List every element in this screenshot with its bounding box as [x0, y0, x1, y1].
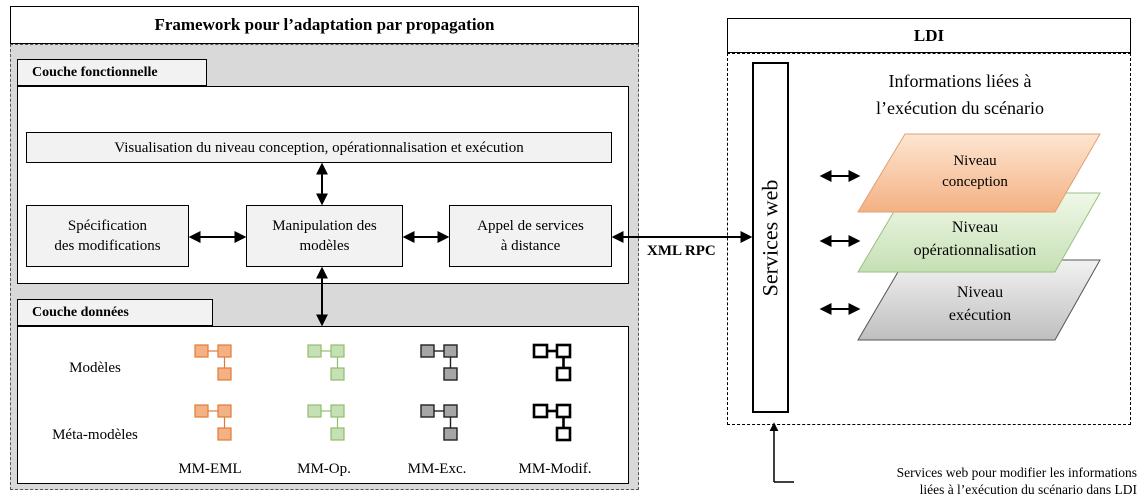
- visualisation-text: Visualisation du niveau conception, opér…: [114, 139, 524, 156]
- column-label-mm-eml: MM-EML: [178, 461, 242, 477]
- column-label-mm-modif: MM-Modif.: [518, 461, 592, 477]
- model-icon-mm-modif: [532, 343, 572, 382]
- model-icon-mm-exc: [420, 344, 458, 381]
- meta-model-icon-mm-modif: [532, 403, 572, 442]
- couche-donnees-box: [17, 326, 629, 484]
- couche-fonctionnelle-label: Couche fonctionnelle: [17, 59, 207, 86]
- ldi-title: LDI: [727, 18, 1131, 53]
- row-label-modeles: Modèles: [69, 360, 121, 376]
- info-heading-line-1: Informations liées à: [888, 71, 1032, 91]
- appel-line-1: Appel de services: [477, 218, 584, 234]
- appel-line-2: à distance: [500, 238, 561, 254]
- row-label-meta-modeles: Méta-modèles: [52, 427, 138, 443]
- level-conception-shape: [857, 133, 1101, 213]
- meta-model-icon-mm-exc: [420, 404, 458, 441]
- column-label-mm-op: MM-Op.: [297, 461, 351, 477]
- framework-title-text: Framework pour l’adaptation par propagat…: [154, 15, 495, 34]
- level-conception-label: Niveau conception: [900, 151, 1050, 193]
- meta-model-icon-mm-op: [307, 404, 345, 441]
- couche-donnees-text: Couche données: [32, 304, 129, 320]
- level-execution-line-2: exécution: [948, 307, 1012, 324]
- level-execution-line-1: Niveau: [956, 284, 1004, 301]
- specification-module: Spécification des modifications: [26, 205, 189, 267]
- level-execution-label: Niveau exécution: [905, 281, 1055, 327]
- level-operationnalisation-label: Niveau opérationnalisation: [895, 216, 1055, 262]
- manipulation-line-2: modèles: [299, 238, 350, 254]
- info-heading: Informations liées à l’exécution du scén…: [850, 68, 1070, 122]
- model-icon-mm-op: [307, 344, 345, 381]
- info-heading-line-2: l’exécution du scénario: [876, 98, 1044, 118]
- specification-line-1: Spécification: [67, 218, 148, 234]
- appel-services-module: Appel de services à distance: [449, 205, 612, 267]
- ldi-footnote: Services web pour modifier les informati…: [797, 464, 1137, 498]
- column-label-mm-exc: MM-Exc.: [407, 461, 467, 477]
- xml-rpc-label: XML RPC: [645, 243, 718, 260]
- ldi-footnote-line-1: Services web pour modifier les informati…: [896, 465, 1137, 480]
- visualisation-module: Visualisation du niveau conception, opér…: [26, 132, 612, 163]
- manipulation-module: Manipulation des modèles: [246, 205, 403, 267]
- ldi-footnote-line-2: liées à l’exécution du scénario dans LDI: [919, 482, 1137, 497]
- level-conception-line-2: conception: [942, 174, 1008, 190]
- framework-title: Framework pour l’adaptation par propagat…: [10, 6, 639, 44]
- level-operationnalisation-line-1: Niveau: [951, 219, 999, 236]
- couche-donnees-label: Couche données: [17, 299, 213, 326]
- level-conception-line-1: Niveau: [953, 153, 997, 169]
- meta-model-icon-mm-eml: [194, 404, 232, 441]
- specification-line-2: des modifications: [54, 238, 161, 254]
- ldi-title-text: LDI: [913, 25, 945, 45]
- couche-fonctionnelle-text: Couche fonctionnelle: [32, 64, 158, 80]
- level-operationnalisation-line-2: opérationnalisation: [913, 242, 1037, 259]
- manipulation-line-1: Manipulation des: [272, 218, 377, 234]
- model-icon-mm-eml: [194, 344, 232, 381]
- services-web-bar: Services web: [752, 62, 789, 413]
